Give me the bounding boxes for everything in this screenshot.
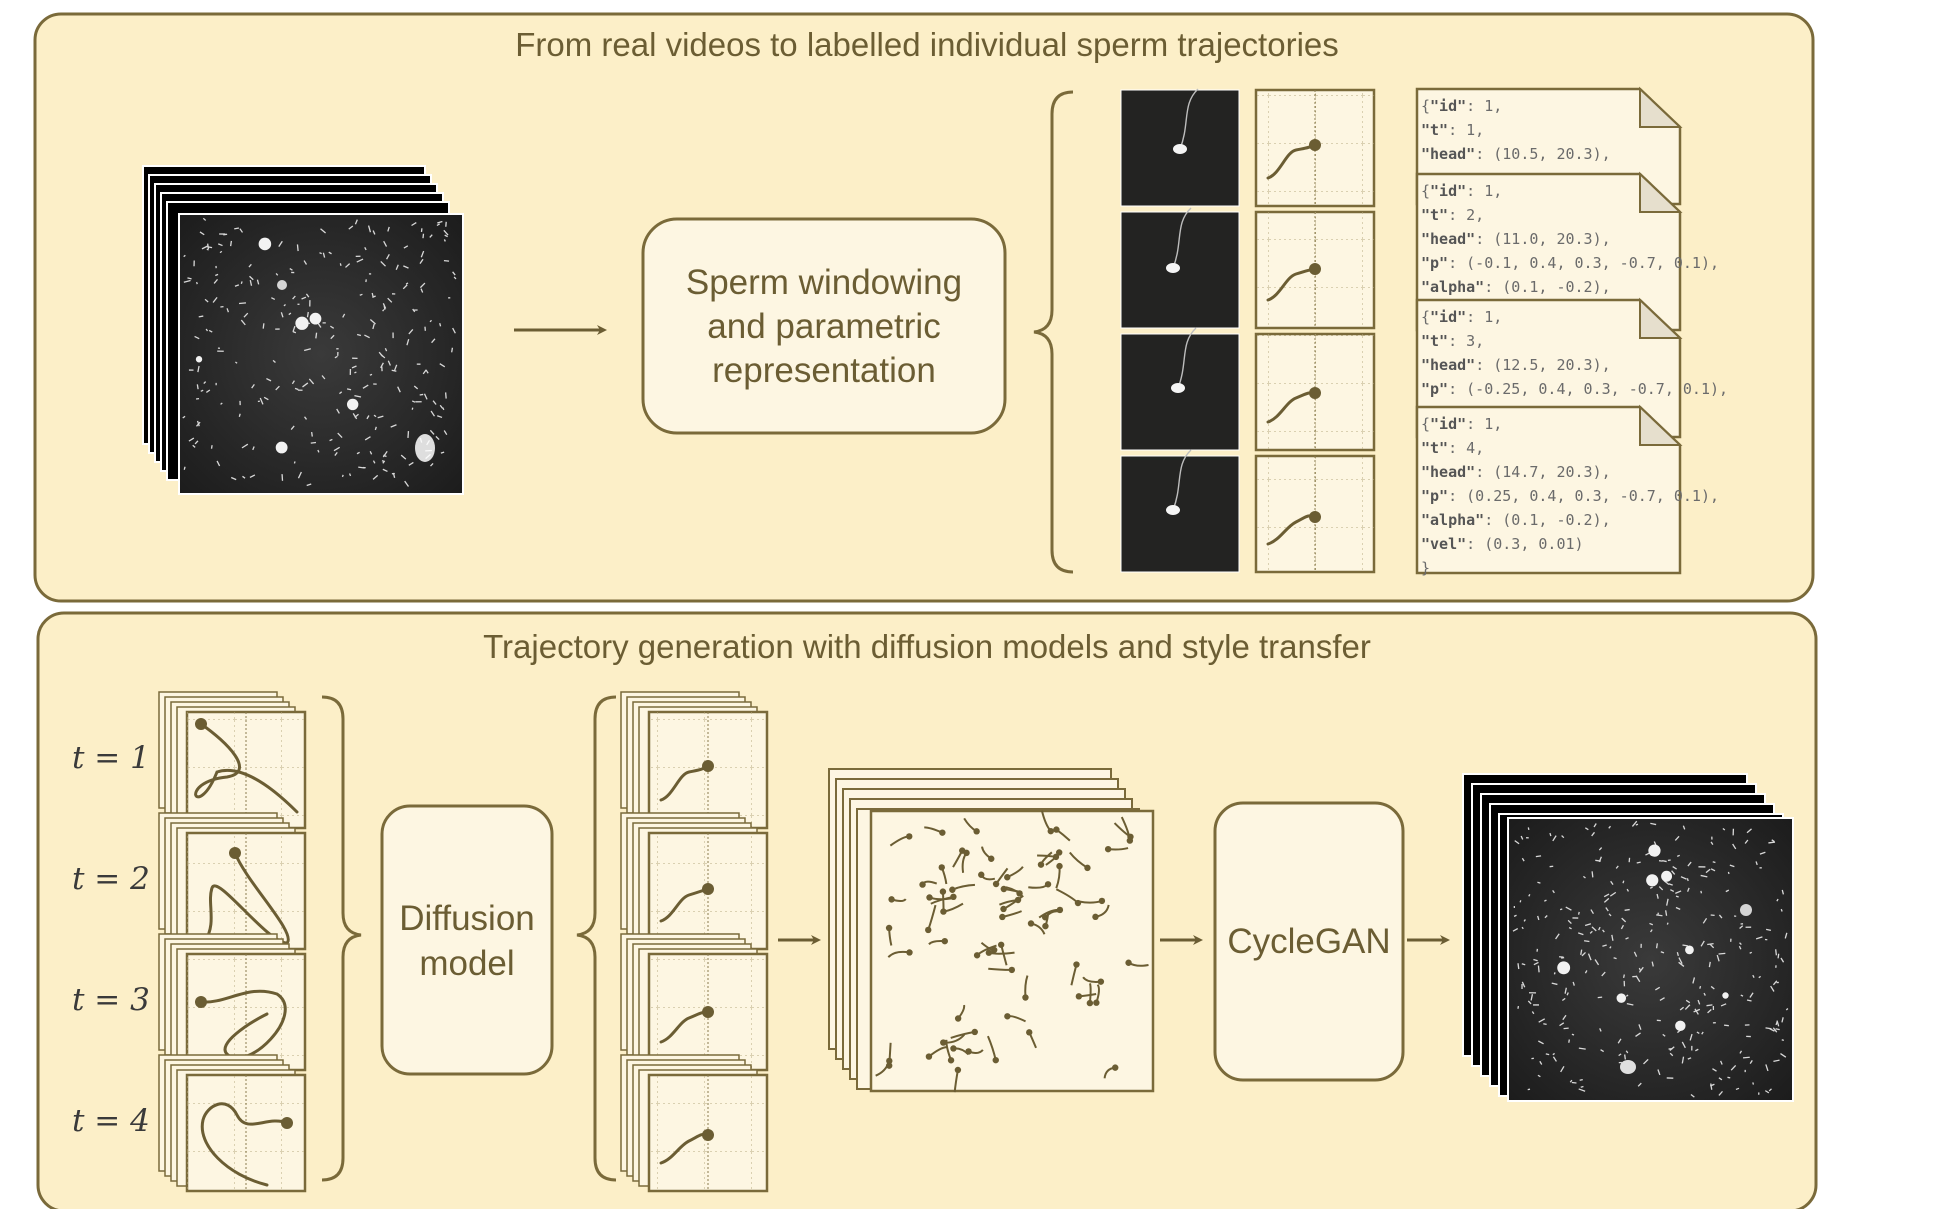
json-line: "head": (12.5, 20.3),: [1421, 356, 1611, 374]
json-line: "vel": (0.3, 0.01): [1421, 535, 1584, 553]
json-line: {"id": 1,: [1421, 415, 1502, 433]
json-line: {"id": 1,: [1421, 97, 1502, 115]
json-line: "t": 3,: [1421, 332, 1484, 350]
generated-trajectory-column: [620, 691, 769, 1193]
diffusion-model-box: [380, 804, 554, 1076]
noisy-plot-2: [185, 831, 307, 951]
sperm-crop-2: [1120, 207, 1240, 329]
generated-plot-2: [647, 831, 769, 951]
diffusion-model-label-2: model: [419, 944, 514, 983]
trajectory-plot-column: [1254, 88, 1376, 574]
json-doc-4: {"id": 1, "t": 4, "head": (14.7, 20.3), "…: [1415, 404, 1719, 577]
windowing-box-label-1: Sperm windowing: [686, 263, 962, 302]
diffusion-input-brace: [321, 695, 362, 1182]
json-line: "t": 4,: [1421, 439, 1484, 457]
time-label-1: t = 1: [72, 740, 150, 776]
sperm-crop-1: [1120, 88, 1240, 207]
json-doc-3: {"id": 1, "t": 3, "head": (12.5, 20.3), "…: [1415, 297, 1728, 439]
sperm-crop-3: [1120, 327, 1240, 451]
video-frame-front: [178, 213, 464, 495]
json-line: "alpha": (0.1, -0.2),: [1421, 511, 1611, 529]
generated-plot-1: [647, 710, 769, 830]
windowing-box-label-2: and parametric: [707, 307, 940, 346]
trajectory-plot-2: [1254, 210, 1376, 330]
trajectory-plot-3: [1254, 332, 1376, 452]
top-brace: [1033, 90, 1074, 574]
json-line: "p": (-0.1, 0.4, 0.3, -0.7, 0.1),: [1421, 254, 1719, 272]
windowing-box: [641, 217, 1007, 435]
synthetic-frame-front: [869, 809, 1155, 1093]
sperm-crop-4: [1120, 449, 1240, 573]
json-line: "p": (0.25, 0.4, 0.3, -0.7, 0.1),: [1421, 487, 1719, 505]
json-line: "head": (11.0, 20.3),: [1421, 230, 1611, 248]
json-line: "alpha": (0.1, -0.2),: [1421, 278, 1611, 296]
noisy-plot-3: [185, 952, 307, 1072]
realistic-output-frames-stack: [1462, 773, 1794, 1102]
cyclegan-label: CycleGAN: [1227, 922, 1390, 961]
output-frame-front: [1507, 817, 1794, 1102]
trajectory-plot-4: [1254, 454, 1376, 574]
json-doc-2: {"id": 1, "t": 2, "head": (11.0, 20.3), "…: [1415, 171, 1719, 332]
time-label-2: t = 2: [72, 861, 150, 897]
windowing-box-label-3: representation: [712, 351, 936, 390]
diffusion-model-label-1: Diffusion: [399, 899, 535, 938]
sperm-crop-column: [1120, 88, 1240, 573]
bottom-panel-title: Trajectory generation with diffusion mod…: [483, 628, 1371, 665]
json-line: "t": 2,: [1421, 206, 1484, 224]
real-video-frames-stack: [142, 165, 464, 495]
time-label-4: t = 4: [72, 1103, 150, 1139]
noisy-plot-4: [185, 1073, 307, 1193]
json-label-column: {"id": 1, "t": 1, "head": (10.5, 20.3), {"…: [1415, 86, 1728, 577]
json-line: "head": (10.5, 20.3),: [1421, 145, 1611, 163]
noisy-plot-1: [185, 710, 307, 830]
json-line: }: [1421, 559, 1430, 577]
generated-plot-3: [647, 952, 769, 1072]
generated-plot-4: [647, 1073, 769, 1193]
diffusion-output-brace: [576, 695, 617, 1182]
top-panel-title: From real videos to labelled individual …: [515, 26, 1339, 63]
time-label-3: t = 3: [72, 982, 150, 1018]
json-line: "head": (14.7, 20.3),: [1421, 463, 1611, 481]
cyclegan-box: [1213, 801, 1405, 1082]
json-line: {"id": 1,: [1421, 182, 1502, 200]
noisy-trajectory-column: [158, 691, 307, 1193]
json-line: "t": 1,: [1421, 121, 1484, 139]
json-line: {"id": 1,: [1421, 308, 1502, 326]
json-line: "p": (-0.25, 0.4, 0.3, -0.7, 0.1),: [1421, 380, 1728, 398]
trajectory-plot-1: [1254, 88, 1376, 208]
synthetic-frames-stack: [828, 768, 1155, 1093]
